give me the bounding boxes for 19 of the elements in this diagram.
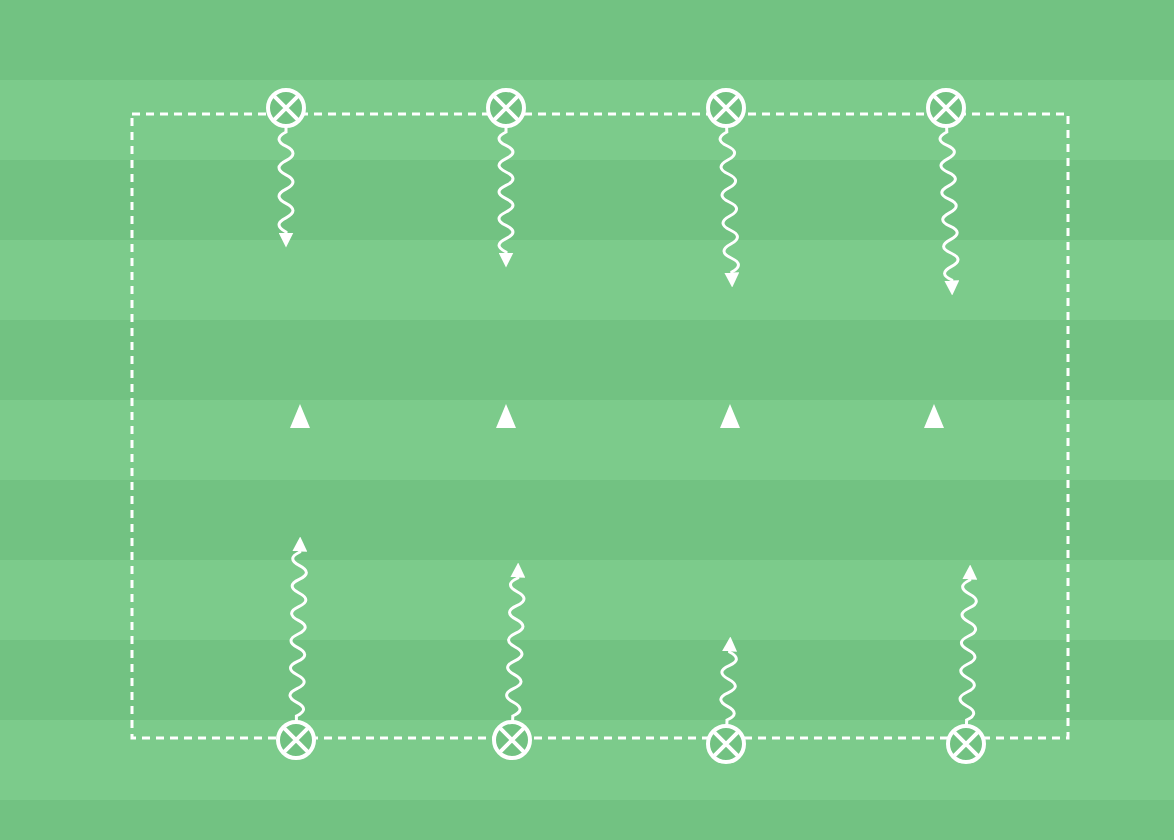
player-marker [276, 720, 316, 760]
player-marker [946, 724, 986, 764]
cone-marker [496, 404, 516, 428]
cone-marker [924, 404, 944, 428]
player-marker [266, 88, 306, 128]
dribble-arrow [958, 564, 978, 727]
player-marker [706, 88, 746, 128]
player-marker [706, 724, 746, 764]
player-marker [492, 720, 532, 760]
dribble-arrow [938, 125, 960, 296]
cone-marker [720, 404, 740, 428]
dribble-arrow [277, 126, 295, 248]
cone-marker [290, 404, 310, 428]
dribble-arrow [718, 125, 740, 288]
dribble-arrow [505, 562, 526, 723]
dribble-arrow [719, 636, 738, 727]
dribble-arrow [288, 536, 308, 722]
player-marker [926, 88, 966, 128]
player-marker [486, 88, 526, 128]
